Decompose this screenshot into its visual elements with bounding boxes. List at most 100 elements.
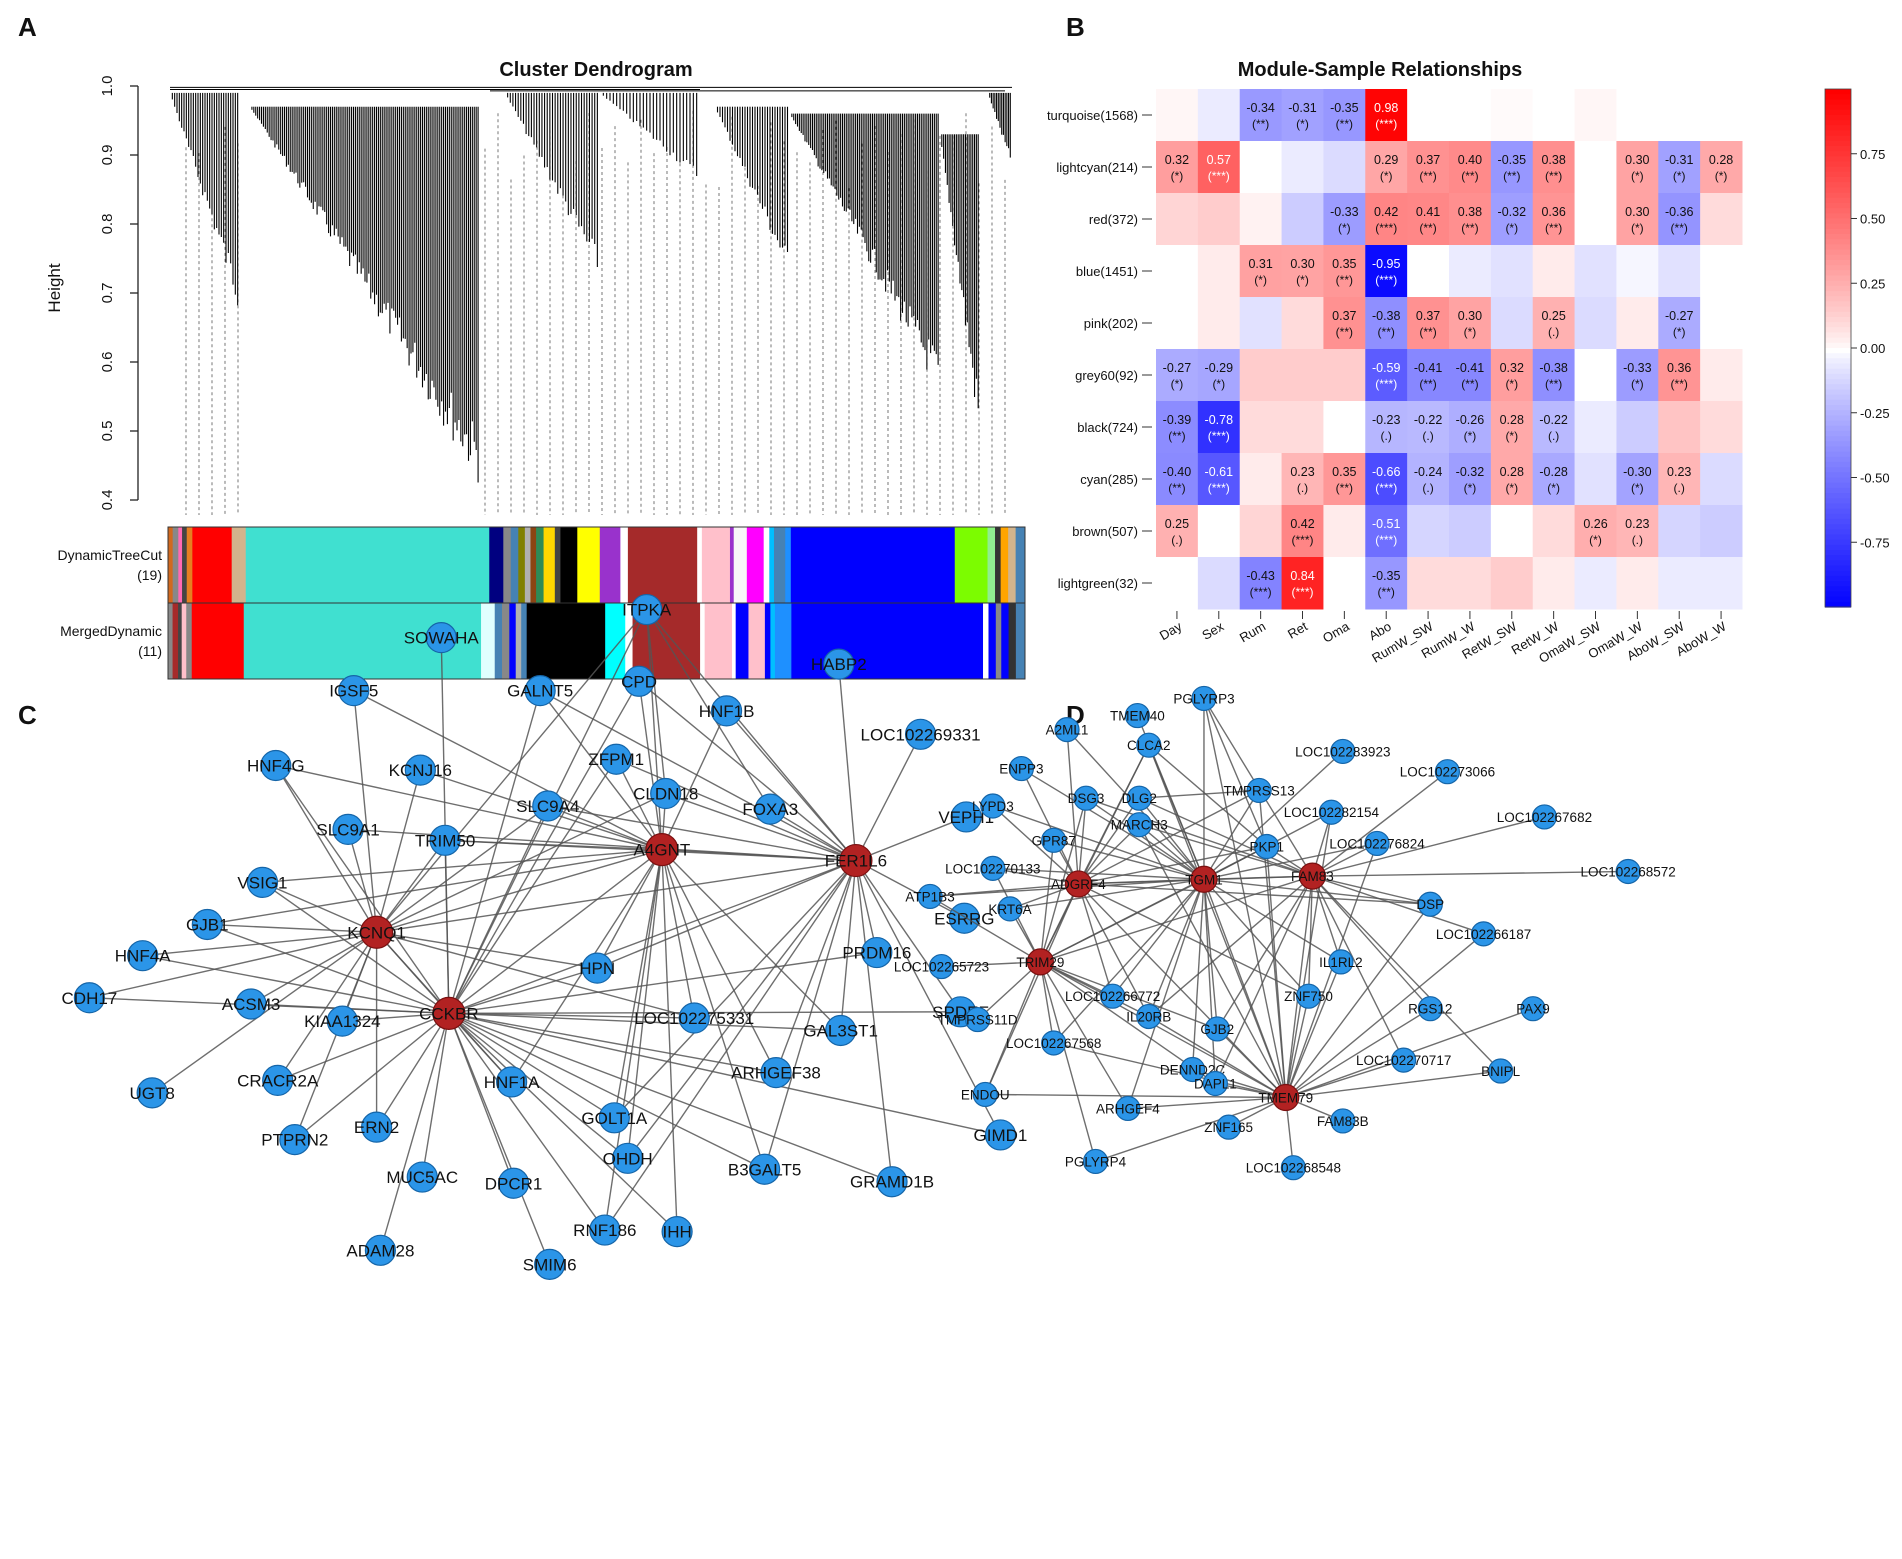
network-edge: [1203, 878, 1310, 997]
heatmap-cell: [1156, 505, 1199, 558]
heatmap-cell-significance: (*): [1547, 481, 1560, 495]
network-node: [1126, 812, 1152, 838]
heatmap-cell: [1532, 505, 1576, 558]
heatmap-cell-significance: (.): [1422, 429, 1433, 443]
network-edge: [1216, 1028, 1287, 1099]
network-edge: [448, 1012, 678, 1233]
network-edge: [1077, 797, 1140, 885]
network-edge: [1039, 961, 1055, 1044]
heatmap-cell-value: 0.25: [1541, 309, 1565, 323]
module-color-segment: [995, 603, 1002, 679]
network-edges: [89, 609, 1002, 1265]
heatmap-cell: [1239, 141, 1283, 194]
colorbar-step: [1825, 114, 1851, 121]
heatmap-cell-significance: (*): [1338, 221, 1351, 235]
network-node: [861, 936, 893, 969]
network-edge: [855, 860, 893, 1182]
heatmap-cell: [1281, 193, 1324, 246]
module-color-segment: [192, 527, 233, 603]
network-node: [1254, 833, 1280, 860]
network-node: [1391, 1047, 1417, 1073]
heatmap-cell: [1197, 401, 1241, 454]
network-node: [1417, 996, 1443, 1022]
network-node: [429, 824, 461, 856]
network-node-label: GALNT5: [507, 682, 573, 701]
heatmap-cell: [1532, 141, 1576, 194]
heatmap-cell-significance: (*): [1505, 377, 1518, 391]
colorbar-step: [1825, 348, 1851, 354]
network-edge: [1307, 876, 1314, 997]
network-node: [754, 793, 786, 825]
network-node-label: GJB1: [186, 915, 229, 934]
network-edge: [275, 765, 378, 933]
colorbar-step: [1825, 285, 1851, 292]
color-bar-frame: [167, 602, 1026, 680]
heatmap-cell: [1365, 89, 1408, 142]
network-edge: [376, 609, 648, 933]
colorbar-step: [1825, 311, 1851, 318]
heatmap-cell-value: 0.25: [1165, 517, 1189, 531]
colorbar-step: [1825, 456, 1851, 463]
colorbar-step: [1825, 467, 1851, 473]
module-color-segment: [732, 603, 737, 679]
colorbar-step: [1825, 503, 1851, 510]
module-color-segment: [954, 527, 988, 603]
network-node-label: FAM83: [1291, 869, 1334, 884]
heatmap-colorbar: 0.750.500.250.00-0.25-0.50-0.75: [1824, 88, 1890, 608]
heatmap-cell-value: -0.66: [1372, 465, 1401, 479]
network-node-label: VEPH1: [938, 808, 994, 827]
heatmap-cell-value: 0.23: [1290, 465, 1314, 479]
network-edge: [1040, 845, 1268, 963]
network-node: [839, 843, 873, 878]
colorbar-step: [1825, 156, 1851, 163]
network-node-label: ESRRG: [934, 909, 994, 928]
heatmap-cell-value: -0.35: [1498, 153, 1527, 167]
network-edge: [984, 961, 1042, 1095]
network-edge: [376, 839, 446, 933]
colorbar-step: [1825, 120, 1851, 126]
heatmap-cell-significance: (*): [1631, 481, 1644, 495]
network-edge: [726, 710, 857, 862]
network-node-label: PRDM16: [842, 944, 911, 963]
heatmap-cell-significance: (*): [1673, 169, 1686, 183]
network-node: [928, 953, 955, 980]
heatmap-cell: [1239, 557, 1283, 610]
network-node-label: SMIM6: [523, 1255, 577, 1274]
network-node: [980, 793, 1006, 819]
colorbar-tick-label: 0.75: [1860, 147, 1885, 162]
network-edge: [661, 849, 842, 1031]
heatmap-row-label: lightgreen(32): [1058, 576, 1138, 591]
network-node: [1054, 717, 1080, 743]
network-node-label: LOC102283923: [1295, 744, 1390, 759]
network-node-label: PKP1: [1249, 840, 1284, 855]
network-edge: [376, 859, 857, 933]
heatmap-cell: [1490, 297, 1534, 350]
network-node: [432, 996, 466, 1030]
heatmap-cell-value: 0.98: [1374, 101, 1398, 115]
module-color-segment: [988, 603, 997, 679]
colorbar-tick-label: 0.25: [1860, 276, 1885, 291]
network-node-label: DAPL1: [1194, 1077, 1237, 1092]
heatmap-cell: [1449, 505, 1492, 558]
heatmap-cell: [1407, 453, 1450, 506]
network-node-label: CPD: [621, 672, 657, 691]
network-edge: [1311, 771, 1448, 877]
heatmap-cell: [1323, 349, 1366, 402]
heatmap-cell-significance: (.): [1548, 325, 1559, 339]
module-color-segment: [764, 603, 771, 679]
network-edge: [1148, 1015, 1287, 1099]
module-color-segment: [1000, 527, 1009, 603]
heatmap-row-label: red(372): [1089, 212, 1138, 227]
heatmap-cell: [1616, 557, 1659, 610]
heatmap-cell: [1197, 557, 1241, 610]
colorbar-step: [1825, 234, 1851, 240]
network-node: [127, 940, 159, 972]
network-node-label: LOC102268572: [1580, 864, 1675, 879]
network-edge: [1039, 961, 1097, 1162]
network-edge: [1203, 750, 1344, 880]
module-color-segment: [182, 527, 188, 603]
heatmap-cell-significance: (**): [1461, 221, 1478, 235]
heatmap-cell: [1239, 297, 1283, 350]
colorbar-step: [1825, 441, 1851, 448]
network-node-label: CLCA2: [1127, 738, 1171, 753]
